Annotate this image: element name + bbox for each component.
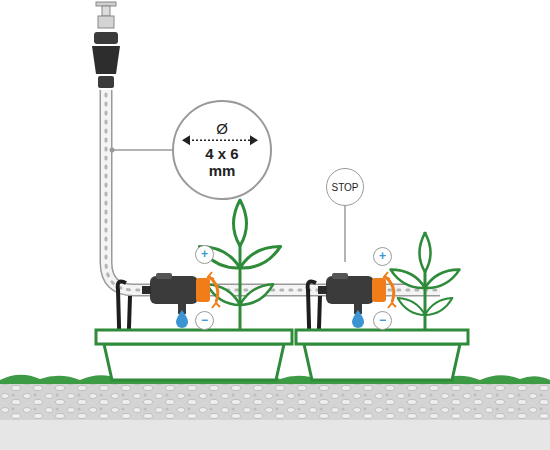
- plant: [388, 232, 462, 332]
- planter: [96, 330, 292, 380]
- flow-minus-sign: −: [195, 311, 214, 330]
- callout-text: −: [379, 314, 386, 327]
- leader-line: [344, 205, 346, 262]
- flow-minus-sign: −: [373, 311, 392, 330]
- callout-text: +: [201, 248, 208, 261]
- callout-text: STOP: [331, 182, 358, 193]
- flow-plus-sign: +: [195, 245, 214, 264]
- stop-callout: STOP: [326, 168, 364, 206]
- adjustable-dripper: [318, 272, 396, 314]
- leader-dot: [110, 148, 115, 153]
- callout-text: −: [201, 314, 208, 327]
- adjustable-dripper: [142, 272, 220, 314]
- tap: [92, 2, 120, 88]
- soil-layer: [0, 420, 550, 450]
- flow-plus-sign: +: [373, 247, 392, 266]
- callout-text: +: [379, 250, 386, 263]
- water-drop: [352, 310, 364, 328]
- dimension-callout: Ø 4 x 6 mm: [172, 100, 272, 200]
- water-drop: [176, 310, 188, 328]
- gravel-layer: [0, 380, 550, 420]
- planter: [296, 330, 468, 380]
- callout-value: 4 x 6 mm: [199, 146, 245, 179]
- callout-text: Ø: [216, 121, 228, 138]
- hose: [106, 90, 440, 290]
